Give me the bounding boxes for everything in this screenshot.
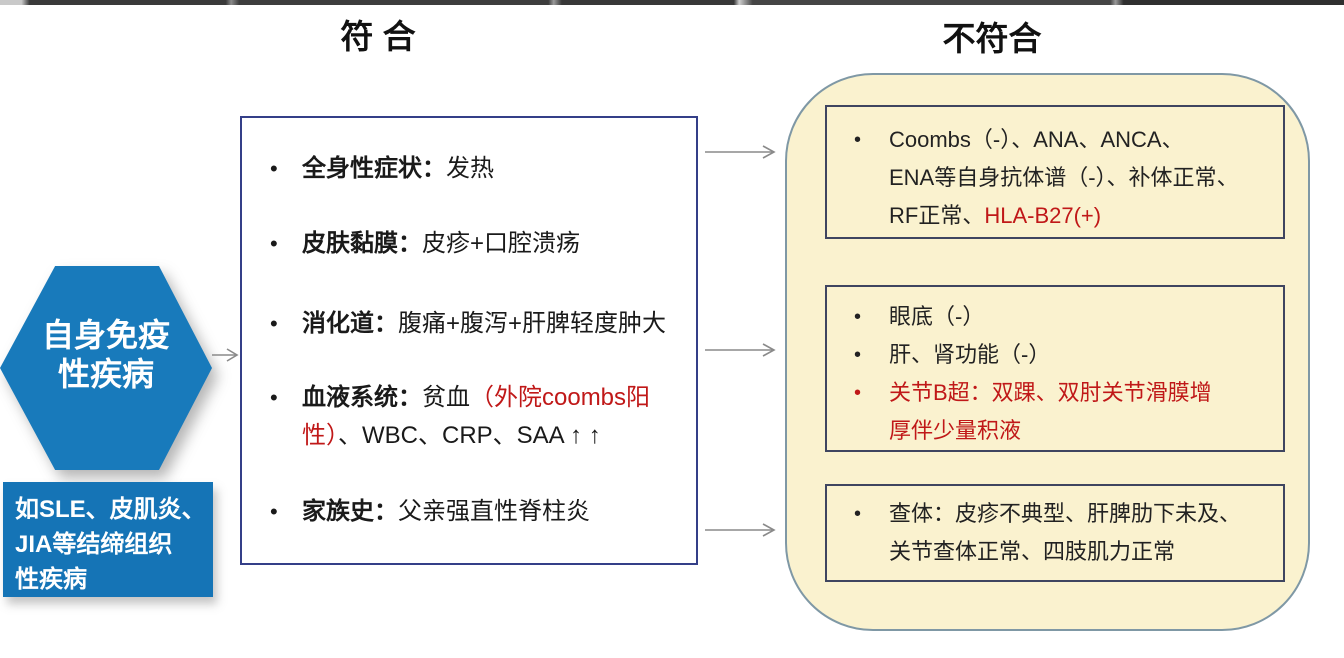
disease-examples-box: 如SLE、皮肌炎、 JIA等结缔组织 性疾病 (3, 482, 213, 597)
list-item-text: 皮肤黏膜：皮疹+口腔溃疡 (302, 230, 581, 257)
bullet-icon: • (270, 311, 278, 336)
list-item: • 皮肤黏膜：皮疹+口腔溃疡 (242, 225, 690, 263)
list-item: • 血液系统：贫血（外院coombs阳 性）、WBC、CRP、SAA ↑ ↑ (242, 379, 690, 455)
physical-exam-box: • 查体：皮疹不典型、肝脾肋下未及、 关节查体正常、四肢肌力正常 (825, 484, 1285, 582)
bullet-icon: • (854, 503, 862, 525)
bullet-icon: • (854, 306, 862, 328)
list-item: • 查体：皮疹不典型、肝脾肋下未及、 关节查体正常、四肢肌力正常 (827, 495, 1275, 571)
mismatch-panel: • Coombs（-）、ANA、ANCA、 ENA等自身抗体谱（-）、补体正常、 … (785, 73, 1310, 631)
list-item-text: 查体：皮疹不典型、肝脾肋下未及、 关节查体正常、四肢肌力正常 (889, 501, 1242, 564)
list-item: • 肝、肾功能（-） (827, 336, 1275, 374)
arrow-hexagon-to-match (212, 348, 239, 362)
bullet-icon: • (270, 231, 278, 256)
hexagon-shape: 自身免疫 性疾病 (0, 266, 212, 470)
match-findings-box: • 全身性症状：发热 • 皮肤黏膜：皮疹+口腔溃疡 • 消化道：腹痛+腹泻+肝脾轻度肿… (240, 116, 698, 565)
list-item-text: 血液系统：贫血（外院coombs阳 性）、WBC、CRP、SAA ↑ ↑ (302, 384, 651, 449)
list-item: • Coombs（-）、ANA、ANCA、 ENA等自身抗体谱（-）、补体正常、 … (827, 121, 1275, 235)
disease-examples-text: 如SLE、皮肌炎、 JIA等结缔组织 性疾病 (15, 496, 206, 593)
bullet-icon: • (854, 344, 862, 366)
autoimmune-hexagon: 自身免疫 性疾病 (0, 266, 212, 470)
labs-antibody-box: • Coombs（-）、ANA、ANCA、 ENA等自身抗体谱（-）、补体正常、 … (825, 105, 1285, 239)
list-item: • 关节B超：双踝、双肘关节滑膜增 厚伴少量积液 (827, 374, 1275, 450)
hexagon-label: 自身免疫 性疾病 (41, 317, 170, 392)
arrow-match-to-box1 (705, 145, 776, 159)
list-item: • 消化道：腹痛+腹泻+肝脾轻度肿大 (242, 305, 690, 343)
list-item-text: 消化道：腹痛+腹泻+肝脾轻度肿大 (302, 310, 667, 337)
bullet-icon: • (854, 382, 862, 404)
organ-function-box: • 眼底（-） • 肝、肾功能（-） • 关节B超：双踝、双肘关节滑膜增 厚伴少量积液 (825, 285, 1285, 452)
list-item-text: 关节B超：双踝、双肘关节滑膜增 厚伴少量积液 (889, 380, 1212, 443)
list-item-text: Coombs（-）、ANA、ANCA、 ENA等自身抗体谱（-）、补体正常、 R… (889, 127, 1239, 228)
arrow-match-to-box2 (705, 343, 776, 357)
list-item: • 全身性症状：发热 (242, 150, 690, 188)
bullet-icon: • (270, 385, 278, 410)
list-item-text: 全身性症状：发热 (302, 155, 494, 182)
list-item: • 家族史：父亲强直性脊柱炎 (242, 493, 690, 531)
mismatch-title: 不符合 (942, 20, 1042, 57)
bullet-icon: • (270, 156, 278, 181)
list-item-text: 肝、肾功能（-） (889, 342, 1051, 367)
top-crop-artifact (0, 0, 1344, 5)
arrow-match-to-box3 (705, 523, 776, 537)
match-title: 符 合 (340, 18, 416, 55)
list-item: • 眼底（-） (827, 298, 1275, 336)
list-item-text: 家族史：父亲强直性脊柱炎 (302, 498, 590, 525)
bullet-icon: • (270, 499, 278, 524)
bullet-icon: • (854, 129, 862, 151)
list-item-text: 眼底（-） (889, 304, 985, 329)
